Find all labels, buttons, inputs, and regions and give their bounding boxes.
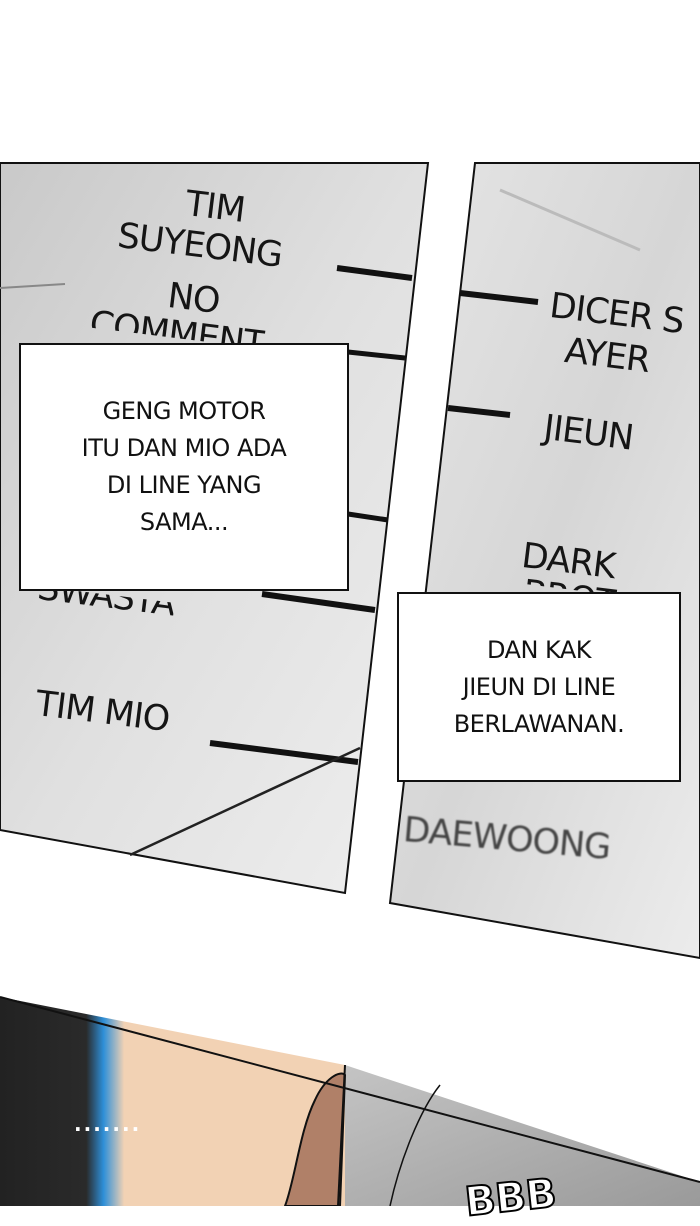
panel-3 bbox=[0, 996, 700, 1206]
caption-box-2: DAN KAK JIEUN DI LINE BERLAWANAN. bbox=[397, 592, 681, 782]
speech-ellipsis: ....... bbox=[74, 1112, 142, 1136]
sound-effect: BBB bbox=[462, 1169, 560, 1226]
label-ayer: AYER bbox=[562, 331, 652, 382]
label-no: NO bbox=[165, 276, 222, 323]
label-tim: TIM bbox=[183, 184, 247, 231]
caption-box-1: GENG MOTOR ITU DAN MIO ADA DI LINE YANG … bbox=[19, 343, 349, 591]
